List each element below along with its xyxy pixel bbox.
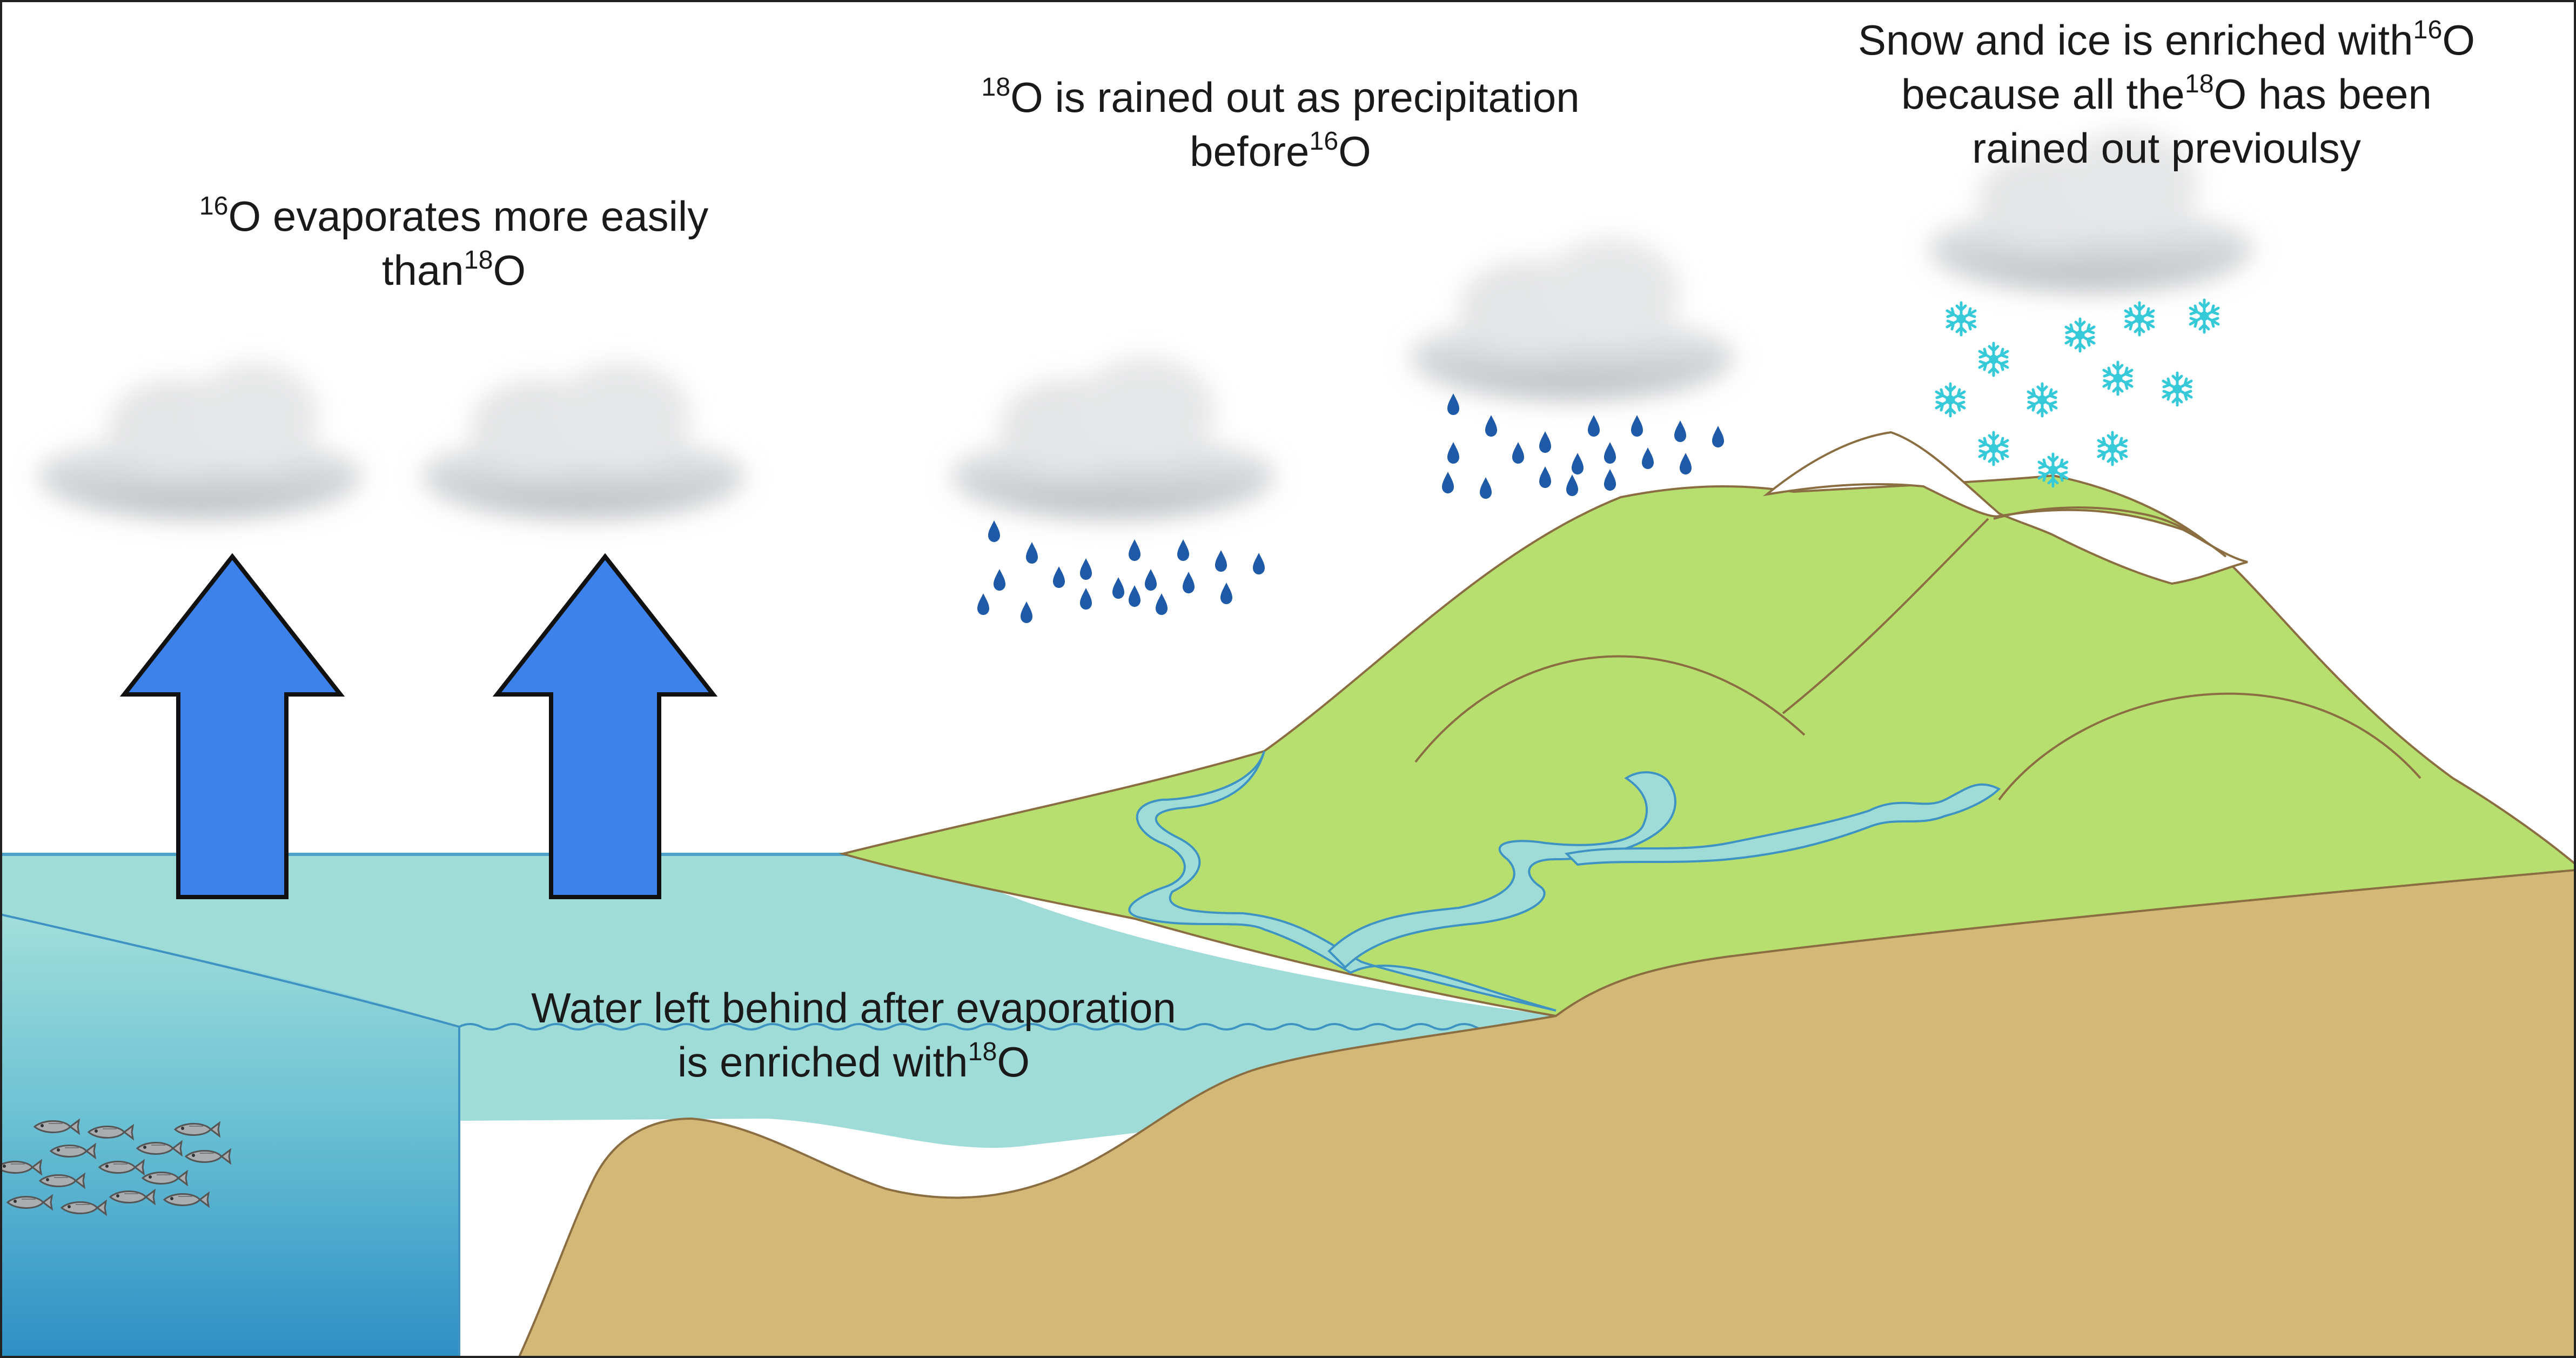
- snowflake-icon: [1947, 303, 1975, 335]
- raindrop-icon: [994, 569, 1005, 591]
- raindrop-icon: [1021, 601, 1032, 623]
- raindrop-icon: [1480, 477, 1492, 499]
- raindrop-icon: [1539, 431, 1551, 453]
- snowflake-icon: [2039, 454, 2067, 486]
- raindrop-icon: [1442, 472, 1454, 493]
- raindrop-icon: [1129, 585, 1141, 607]
- raindrop-icon: [1572, 453, 1584, 474]
- raindrop-icon: [1604, 442, 1616, 464]
- water-label-line2: is enriched with18O: [677, 1037, 1030, 1086]
- seabed: [517, 868, 2576, 1358]
- snowflake-icon: [2098, 432, 2126, 465]
- raindrop-icon: [1177, 539, 1189, 561]
- snowflake-icon: [2066, 319, 2094, 351]
- raindrop-icon: [1215, 550, 1227, 572]
- cloud-icon: [1410, 238, 1734, 400]
- raindrop-icon: [1539, 466, 1551, 488]
- raindrop-icon: [1512, 442, 1524, 464]
- raindrop-icon: [1080, 588, 1092, 610]
- mountain-land: [838, 474, 2576, 1018]
- raindrop-icon: [1680, 453, 1692, 474]
- raindrop-icon: [1026, 542, 1038, 564]
- rivers: [1128, 751, 2001, 1012]
- raindrop-icon: [1485, 415, 1497, 437]
- raindrop-icon: [977, 593, 989, 615]
- snow-label-line1: Snow and ice is enriched with16O: [1857, 15, 2476, 64]
- snowflake-icon: [2104, 362, 2132, 394]
- raindrop-icon: [1566, 474, 1578, 496]
- raindrop-icon: [1447, 393, 1459, 415]
- raindrop-icon: [1183, 572, 1195, 593]
- raindrop-icon: [1080, 558, 1092, 580]
- raindrop-icon: [1145, 569, 1157, 591]
- evaporation-label-line2: than18O: [381, 245, 526, 294]
- evaporation-label-line1: 16O evaporates more easily: [199, 191, 709, 240]
- raindrop-icon: [1642, 447, 1654, 469]
- rain-drops-2: [1442, 393, 1724, 499]
- precipitation-label-line1: 18O is rained out as precipitation: [981, 72, 1580, 121]
- cloud-icon: [421, 362, 746, 519]
- snowflake-icon: [2190, 300, 2218, 332]
- raindrop-icon: [1129, 539, 1141, 561]
- ocean: [0, 853, 1605, 1358]
- raindrop-icon: [1604, 469, 1616, 491]
- snowflake-icon: [1980, 343, 2008, 376]
- cloud-icon: [38, 362, 362, 519]
- precipitation-label-line2: before16O: [1190, 126, 1371, 175]
- precipitation-label: 18O is rained out as precipitation befor…: [891, 70, 1669, 178]
- water-label: Water left behind after evaporation is e…: [475, 981, 1232, 1089]
- raindrop-icon: [1253, 553, 1265, 574]
- rain-drops-1: [977, 520, 1265, 623]
- raindrop-icon: [1112, 577, 1124, 599]
- raindrop-icon: [1588, 415, 1600, 437]
- raindrop-icon: [1447, 442, 1459, 464]
- up-arrow-icon: [119, 553, 345, 899]
- raindrop-icon: [1053, 566, 1065, 588]
- up-arrow-icon: [492, 553, 718, 899]
- snowflake-icon: [2163, 373, 2191, 405]
- cloud-icon: [1929, 130, 2253, 292]
- raindrop-icon: [1631, 415, 1643, 437]
- snow-label: Snow and ice is enriched with16O because…: [1804, 13, 2528, 175]
- snowflake-icon: [1936, 384, 1964, 416]
- raindrop-icon: [1712, 426, 1724, 447]
- snowflakes: [1936, 300, 2218, 486]
- water-label-line1: Water left behind after evaporation: [531, 984, 1176, 1032]
- evaporation-arrows: [119, 553, 718, 899]
- raindrop-icon: [1674, 420, 1686, 442]
- snow-label-line3: rained out previoulsy: [1972, 124, 2361, 172]
- snowflake-icon: [2125, 303, 2154, 335]
- snow-cap: [1762, 431, 2248, 585]
- snowflake-icon: [1980, 432, 2008, 465]
- raindrop-icon: [988, 520, 1000, 542]
- evaporation-label: 16O evaporates more easily than18O: [119, 189, 789, 297]
- clouds: [38, 130, 2253, 519]
- snowflake-icon: [2028, 384, 2056, 416]
- raindrop-icon: [1220, 583, 1232, 604]
- raindrop-icon: [1156, 593, 1168, 615]
- cloud-icon: [951, 357, 1275, 519]
- snow-label-line2: because all the18O has been: [1901, 69, 2432, 118]
